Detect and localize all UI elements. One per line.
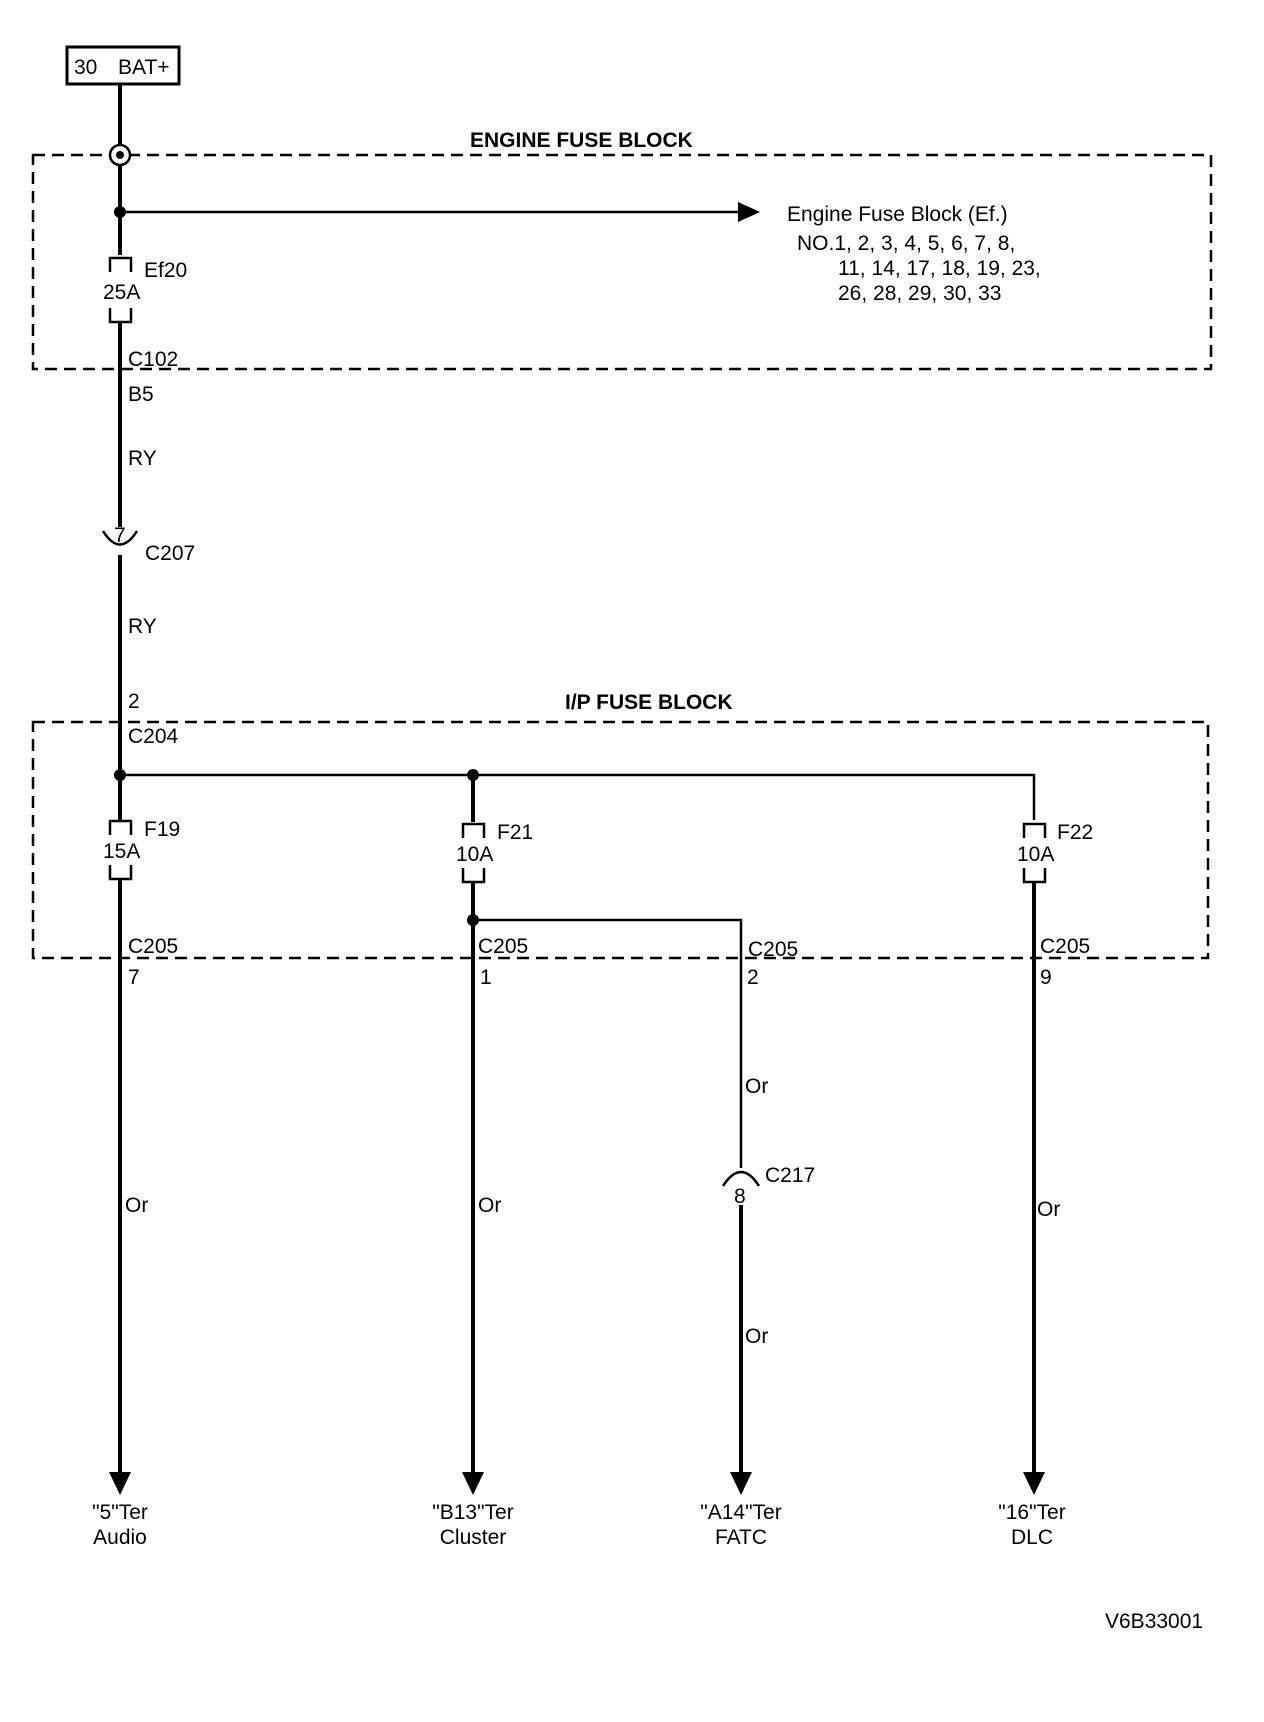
output-dlc-connector: C205	[1040, 935, 1090, 958]
connector-c204-pin: 2	[128, 690, 140, 713]
fuse-ef20-rating: 25A	[103, 281, 140, 304]
output-cluster-pin: 1	[480, 966, 492, 989]
output-cluster-device: Cluster	[440, 1526, 507, 1549]
output-audio-device: Audio	[93, 1526, 147, 1549]
output-fatc-pin: 2	[747, 966, 759, 989]
arrow-down-icon	[730, 1472, 752, 1495]
engine-fuse-ref-title: Engine Fuse Block (Ef.)	[787, 203, 1008, 226]
arrow-right-icon	[738, 202, 760, 222]
connector-c102-pin: B5	[128, 383, 154, 406]
battery-terminal-label: BAT+	[118, 56, 170, 79]
arrow-down-icon	[1023, 1472, 1045, 1495]
output-fatc-wire-color-lower: Or	[745, 1325, 768, 1348]
fuse-f22-rating: 10A	[1017, 843, 1054, 866]
fuse-f21-rating: 10A	[456, 843, 493, 866]
arrow-down-icon	[462, 1472, 484, 1495]
output-cluster-wire-color: Or	[478, 1194, 501, 1217]
fuse-f19-name: F19	[144, 818, 180, 841]
inline-connector-c217-icon	[721, 1170, 761, 1187]
output-fatc-device: FATC	[715, 1526, 767, 1549]
ip-fuse-block-title: I/P FUSE BLOCK	[565, 691, 733, 714]
output-fatc-terminal: "A14"Ter	[700, 1501, 781, 1524]
connector-c102-label: C102	[128, 348, 178, 371]
output-dlc-wire-color: Or	[1037, 1198, 1060, 1221]
connector-c217-label: C217	[765, 1164, 815, 1187]
engine-fuse-ref-line3: 26, 28, 29, 30, 33	[838, 282, 1001, 305]
fuse-f22-name: F22	[1057, 821, 1093, 844]
output-fatc-connector: C205	[748, 938, 798, 961]
output-audio-terminal: "5"Ter	[92, 1501, 148, 1524]
output-audio-connector: C205	[128, 935, 178, 958]
arrow-down-icon	[109, 1472, 131, 1495]
connector-c204-label: C204	[128, 725, 179, 748]
feed-point-inner-icon	[116, 151, 124, 159]
fuse-ef20-name: Ef20	[144, 259, 187, 282]
fuse-f19-rating: 15A	[103, 840, 140, 863]
wire-color-ry-lower: RY	[128, 615, 157, 638]
wire-fatc-upper	[473, 918, 743, 1168]
engine-fuse-block-outline	[31, 153, 1213, 371]
battery-terminal-number: 30	[74, 56, 97, 79]
output-cluster-connector: C205	[478, 935, 528, 958]
output-dlc-pin: 9	[1040, 966, 1052, 989]
fuse-f21-name: F21	[497, 821, 533, 844]
output-audio-pin: 7	[128, 966, 140, 989]
ip-fuse-bus-wire	[120, 773, 1036, 820]
engine-fuse-block-title: ENGINE FUSE BLOCK	[470, 129, 693, 152]
connector-c207-label: C207	[145, 542, 195, 565]
inline-connector-c207-icon	[101, 530, 139, 546]
engine-fuse-ref-line1: NO.1, 2, 3, 4, 5, 6, 7, 8,	[797, 232, 1015, 255]
connector-c207-pin: 7	[114, 524, 126, 547]
battery-terminal-box	[65, 45, 181, 86]
output-fatc-wire-color-upper: Or	[745, 1075, 768, 1098]
figure-id: V6B33001	[1105, 1610, 1203, 1633]
output-audio-wire-color: Or	[125, 1194, 148, 1217]
wire-color-ry-upper: RY	[128, 447, 157, 470]
ip-fuse-block-outline	[31, 720, 1210, 960]
engine-fuse-ref-line2: 11, 14, 17, 18, 19, 23,	[838, 257, 1041, 280]
output-dlc-device: DLC	[1011, 1526, 1053, 1549]
connector-c217-pin: 8	[734, 1185, 746, 1208]
output-cluster-terminal: "B13"Ter	[432, 1501, 513, 1524]
output-dlc-terminal: "16"Ter	[998, 1501, 1065, 1524]
